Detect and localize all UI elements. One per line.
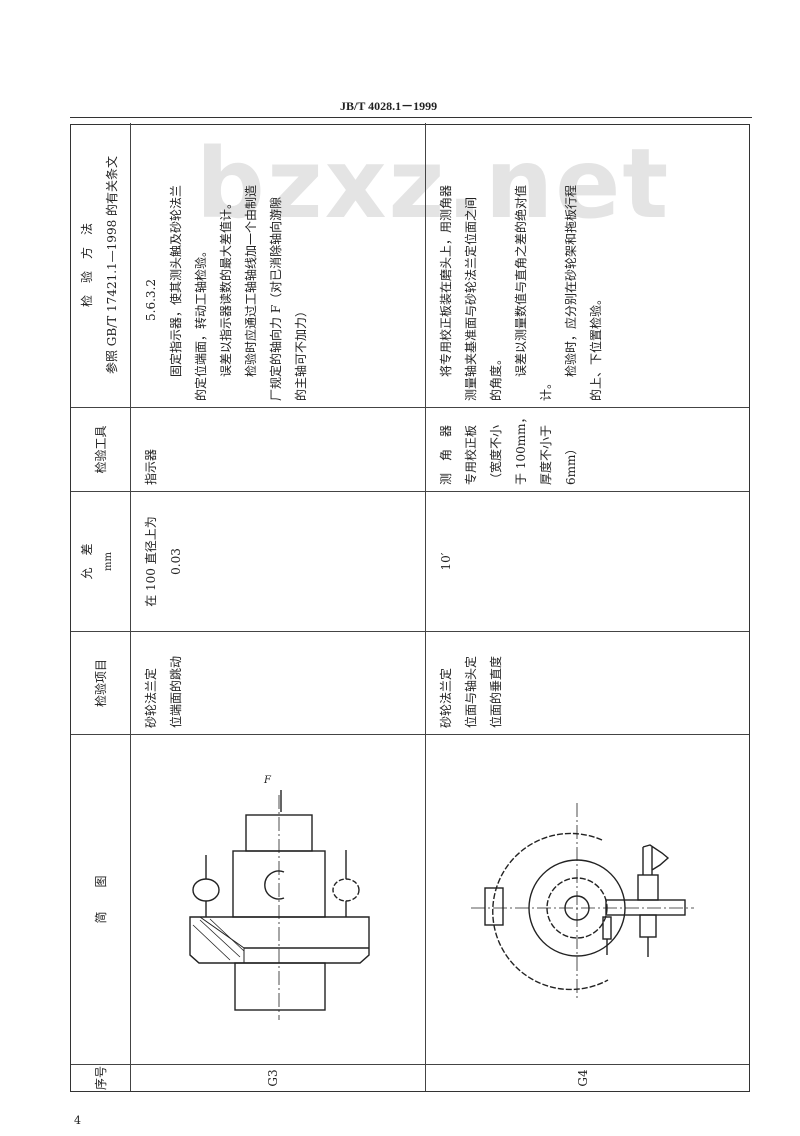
watermark: bzxz.net [196, 128, 671, 240]
page-number: 4 [74, 1114, 81, 1127]
header-rule [70, 117, 752, 118]
standard-number: JB/T 4028.1－1999 [340, 99, 438, 113]
force-label: F [264, 775, 271, 786]
